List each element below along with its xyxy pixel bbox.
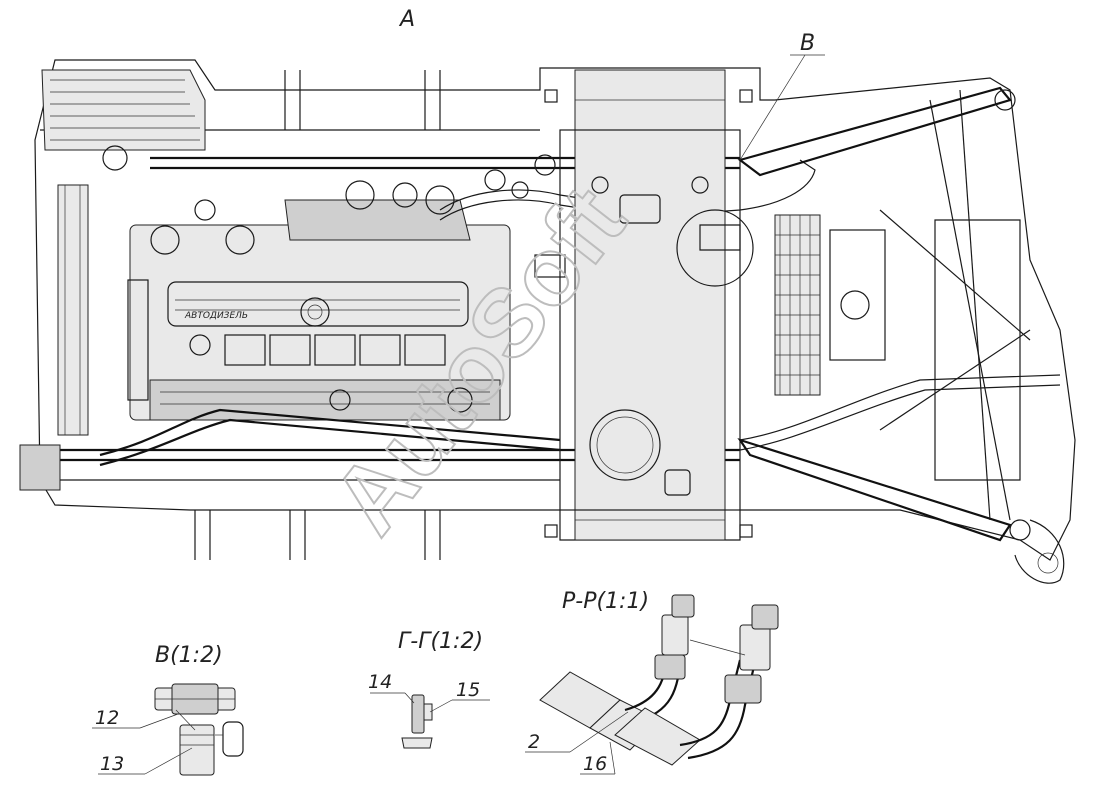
engine-block: АВТОДИЗЕЛЬ [127,180,511,421]
callout-15: 15 [456,679,480,701]
callout-2: 2 [528,731,540,753]
section-r-title: Р-Р(1:1) [562,589,649,614]
engine-brand: АВТОДИЗЕЛЬ [184,311,248,321]
callout-16: 16 [583,753,607,775]
hoses [99,159,1061,467]
cab-tilt-frame [737,86,1065,584]
callout-12: 12 [95,707,119,729]
detail-b-marker: В [676,31,825,287]
gearbox-housing [484,69,753,541]
section-g-view: Г-Г(1:2) 14 15 [368,629,490,749]
oil-cooler [774,214,886,396]
detail-b-title: В(1:2) [155,643,223,668]
section-r-view: Р-Р(1:1) 2 16 [525,589,779,775]
detail-marker-label: В [800,31,815,56]
chassis-frame [19,59,1076,561]
callout-13: 13 [100,753,124,775]
callout-14: 14 [368,671,392,693]
detail-b-view: В(1:2) 12 13 [92,643,244,776]
view-label: А [398,7,415,32]
section-g-title: Г-Г(1:2) [398,629,483,654]
